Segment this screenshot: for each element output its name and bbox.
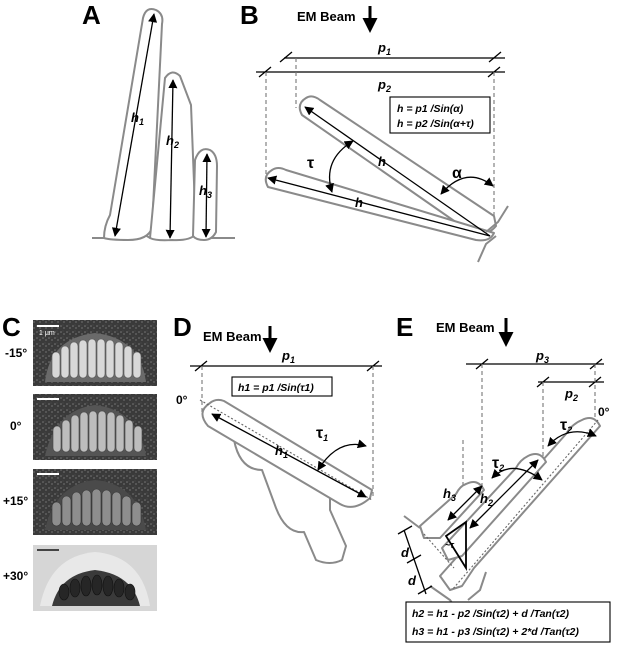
sem-image-15 [33,469,157,535]
panel-d-letter: D [173,312,192,342]
panel-e-letter: E [396,312,413,342]
panel-e: E EM Beam p3 p2 0° ~τ h3 h2 [396,312,611,643]
panel-c-letter: C [2,312,21,342]
panel-b-h-upper [304,106,491,237]
panel-e-tau-arc-2 [547,428,597,447]
panel-d-h1-arrow [211,413,367,498]
h1-arrow [111,13,158,237]
panel-e-small-tau: ~τ [445,540,455,550]
panel-b-eq-1: h = p1 /Sin(α) [397,103,464,115]
tilt-label-0: 0° [10,419,22,433]
panel-b-beam-label: EM Beam [297,9,356,24]
panel-e-d-line [403,529,427,595]
panel-d-tau-arc [317,439,367,471]
panel-e-p2-label: p2 [564,386,578,403]
panel-c: C -15° 0° +15° +30° 1 µm [2,312,157,611]
h1-label: h1 [131,110,144,127]
panel-b-letter: B [240,0,259,30]
panel-d-h1-label: h1 [275,443,288,460]
panel-e-tau-1: τ2 [492,455,504,473]
panel-a: A h1 h2 h3 [82,0,235,242]
sem-image-30 [33,545,157,611]
tilt-label-15: +15° [3,494,28,508]
panel-d-equation-box [231,376,333,397]
panel-e-zero: 0° [598,405,610,419]
panel-d: D EM Beam p1 h1 = p1 /Sin(τ1) 0° h1 τ1 [173,312,382,564]
panel-e-tau-2: τ2 [560,417,572,435]
tilt-label-30: +30° [3,569,28,583]
p3-label: p3 [535,348,549,365]
panel-e-triangle [444,520,467,572]
panel-a-letter: A [82,0,101,30]
panel-e-h3-label: h3 [443,486,456,503]
panel-b-alpha-arc [440,176,494,195]
sem-image-neg15: 1 µm [33,320,157,386]
panel-d-tau: τ1 [316,425,328,443]
panel-e-beam-label: EM Beam [436,320,495,335]
panel-b-tau-arc [325,140,354,193]
panel-b-h-upper-label: h [378,154,386,169]
panel-e-d-1: d [401,545,410,560]
panel-e-h2-label: h2 [480,491,493,508]
scale-bar-label: 1 µm [39,330,55,337]
panel-e-eq-1: h2 = h1 - p2 /Sin(τ2) + d /Tan(τ2) [412,608,569,620]
panel-d-beam-label: EM Beam [203,329,262,344]
panel-e-equation-box [405,601,611,643]
p2-label: p2 [377,77,391,94]
panel-b-equation-box [389,96,491,134]
sem-image-0 [33,394,157,460]
panel-d-p1-label: p1 [281,348,295,365]
panel-b-h-lower [267,175,491,237]
panel-e-tau-arc-1 [491,467,543,481]
panel-b-alpha: α [452,165,462,182]
tilt-label-neg15: -15° [5,346,27,360]
h2-label: h2 [166,133,179,150]
h3-label: h3 [199,183,212,200]
panel-b: B EM Beam p1 p2 h h τ α h = p1 /S [240,0,509,263]
h3-arrow [201,153,212,238]
panel-b-eq-2: h = p2 /Sin(α+τ) [397,118,474,130]
p1-label: p1 [377,40,391,57]
h2-arrow [165,79,178,239]
panel-b-tau: τ [307,155,314,172]
panel-e-eq-2: h3 = h1 - p3 /Sin(τ2) + 2*d /Tan(τ2) [412,626,579,638]
panel-d-zero: 0° [176,393,188,407]
panel-d-eq: h1 = p1 /Sin(τ1) [238,382,314,394]
panel-e-d-2: d [408,573,417,588]
panel-b-h-lower-label: h [355,195,363,210]
